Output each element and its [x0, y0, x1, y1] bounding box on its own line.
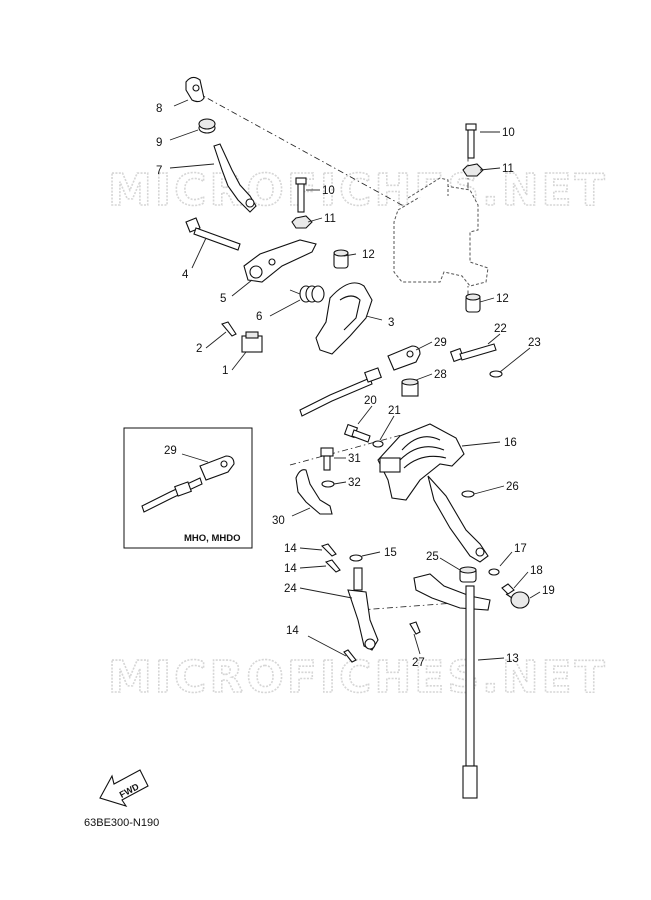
arm-assembly — [413, 573, 491, 611]
callout-26: 26 — [506, 481, 519, 493]
callout-18: 18 — [530, 565, 543, 577]
lever-part-5 — [243, 239, 317, 283]
bushing-part-25 — [459, 566, 477, 583]
pin-part-2 — [221, 321, 237, 337]
callout-10a: 10 — [322, 185, 335, 197]
washer-part-26 — [461, 490, 475, 498]
callout-31: 31 — [348, 453, 361, 465]
watermark-bottom: MICROFICHES.NET — [107, 651, 608, 704]
link-part-24 — [347, 567, 379, 651]
callout-8: 8 — [156, 103, 162, 115]
clip-part-8 — [185, 76, 205, 103]
fwd-arrow-icon: FWD — [99, 769, 149, 807]
bolt-part-31 — [320, 447, 334, 471]
callout-25: 25 — [426, 551, 439, 563]
callout-14a: 14 — [284, 543, 297, 555]
spring-part-18 — [501, 583, 515, 595]
bolt-part-22 — [449, 343, 497, 363]
collar-part-28 — [401, 378, 419, 397]
callout-29: 29 — [434, 337, 447, 349]
svg-text:MICROFICHES.NET: MICROFICHES.NET — [108, 652, 608, 703]
callout-29-inset: 29 — [164, 445, 177, 457]
washer-part-23 — [489, 370, 503, 378]
pin-part-14b — [324, 559, 341, 573]
bolt-part-10b — [465, 123, 477, 159]
callout-16: 16 — [504, 437, 517, 449]
pin-part-14a — [320, 543, 337, 557]
callout-11b: 11 — [502, 163, 514, 175]
svg-text:MICROFICHES.NET: MICROFICHES.NET — [108, 165, 608, 216]
cable-assembly — [299, 367, 382, 417]
washer-part-17 — [488, 568, 500, 576]
diagram-code: 63BE300-N190 — [84, 817, 159, 829]
bushing-part-12a — [333, 249, 349, 269]
callout-2: 2 — [196, 343, 202, 355]
callout-13: 13 — [506, 653, 519, 665]
callout-4: 4 — [182, 269, 189, 281]
callout-15: 15 — [384, 547, 397, 559]
ref-line-mid — [289, 429, 421, 466]
bolt-part-4 — [185, 217, 241, 251]
callout-28: 28 — [434, 369, 447, 381]
washer-part-32 — [321, 480, 335, 488]
callout-17: 17 — [514, 543, 527, 555]
callout-32: 32 — [348, 477, 361, 489]
inset-box: 29 MHO, MHDO — [123, 427, 253, 549]
watermark-top: MICROFICHES.NET — [107, 164, 608, 217]
callout-30: 30 — [272, 515, 285, 527]
cam-plate-part-3 — [315, 282, 373, 355]
inset-label: MHO, MHDO — [184, 533, 240, 544]
knob-part-19 — [505, 591, 530, 609]
callout-9: 9 — [156, 137, 162, 149]
spring-part-6 — [289, 285, 325, 303]
callout-27: 27 — [412, 657, 425, 669]
nut-part-11b — [462, 163, 484, 177]
pin-part-14c — [343, 649, 357, 663]
ref-line-top — [195, 91, 421, 216]
bracket-housing-ghost — [393, 177, 489, 287]
rod-part-7 — [213, 143, 257, 213]
callout-12a: 12 — [362, 249, 375, 261]
pin-part-27 — [409, 621, 421, 635]
washer-part-21 — [372, 440, 384, 448]
callout-23: 23 — [528, 337, 541, 349]
callout-10b: 10 — [502, 127, 515, 139]
block-part-1 — [241, 331, 263, 353]
bolt-part-10a — [295, 177, 307, 213]
callout-5: 5 — [220, 293, 226, 305]
callout-21: 21 — [388, 405, 401, 417]
bushing-part-12b — [465, 293, 481, 313]
bolt-part-20 — [343, 423, 371, 443]
callout-14c: 14 — [286, 625, 299, 637]
callout-11a: 11 — [324, 213, 336, 225]
nut-part-9 — [198, 118, 216, 134]
callout-14b: 14 — [284, 563, 297, 575]
callout-24: 24 — [284, 583, 297, 595]
shift-rod-part-13 — [462, 585, 478, 799]
callout-7: 7 — [156, 165, 162, 177]
callout-20: 20 — [364, 395, 377, 407]
callout-19: 19 — [542, 585, 555, 597]
callout-12b: 12 — [496, 293, 509, 305]
nut-part-11a — [291, 215, 313, 229]
shift-lever-part-16 — [377, 423, 489, 563]
washer-part-15 — [349, 554, 363, 562]
callout-6: 6 — [256, 311, 262, 323]
callout-1: 1 — [222, 365, 228, 377]
callout-3: 3 — [388, 317, 394, 329]
bracket-part-30 — [295, 469, 333, 515]
callout-22: 22 — [494, 323, 507, 335]
cable-joint-part-29 — [387, 345, 421, 371]
